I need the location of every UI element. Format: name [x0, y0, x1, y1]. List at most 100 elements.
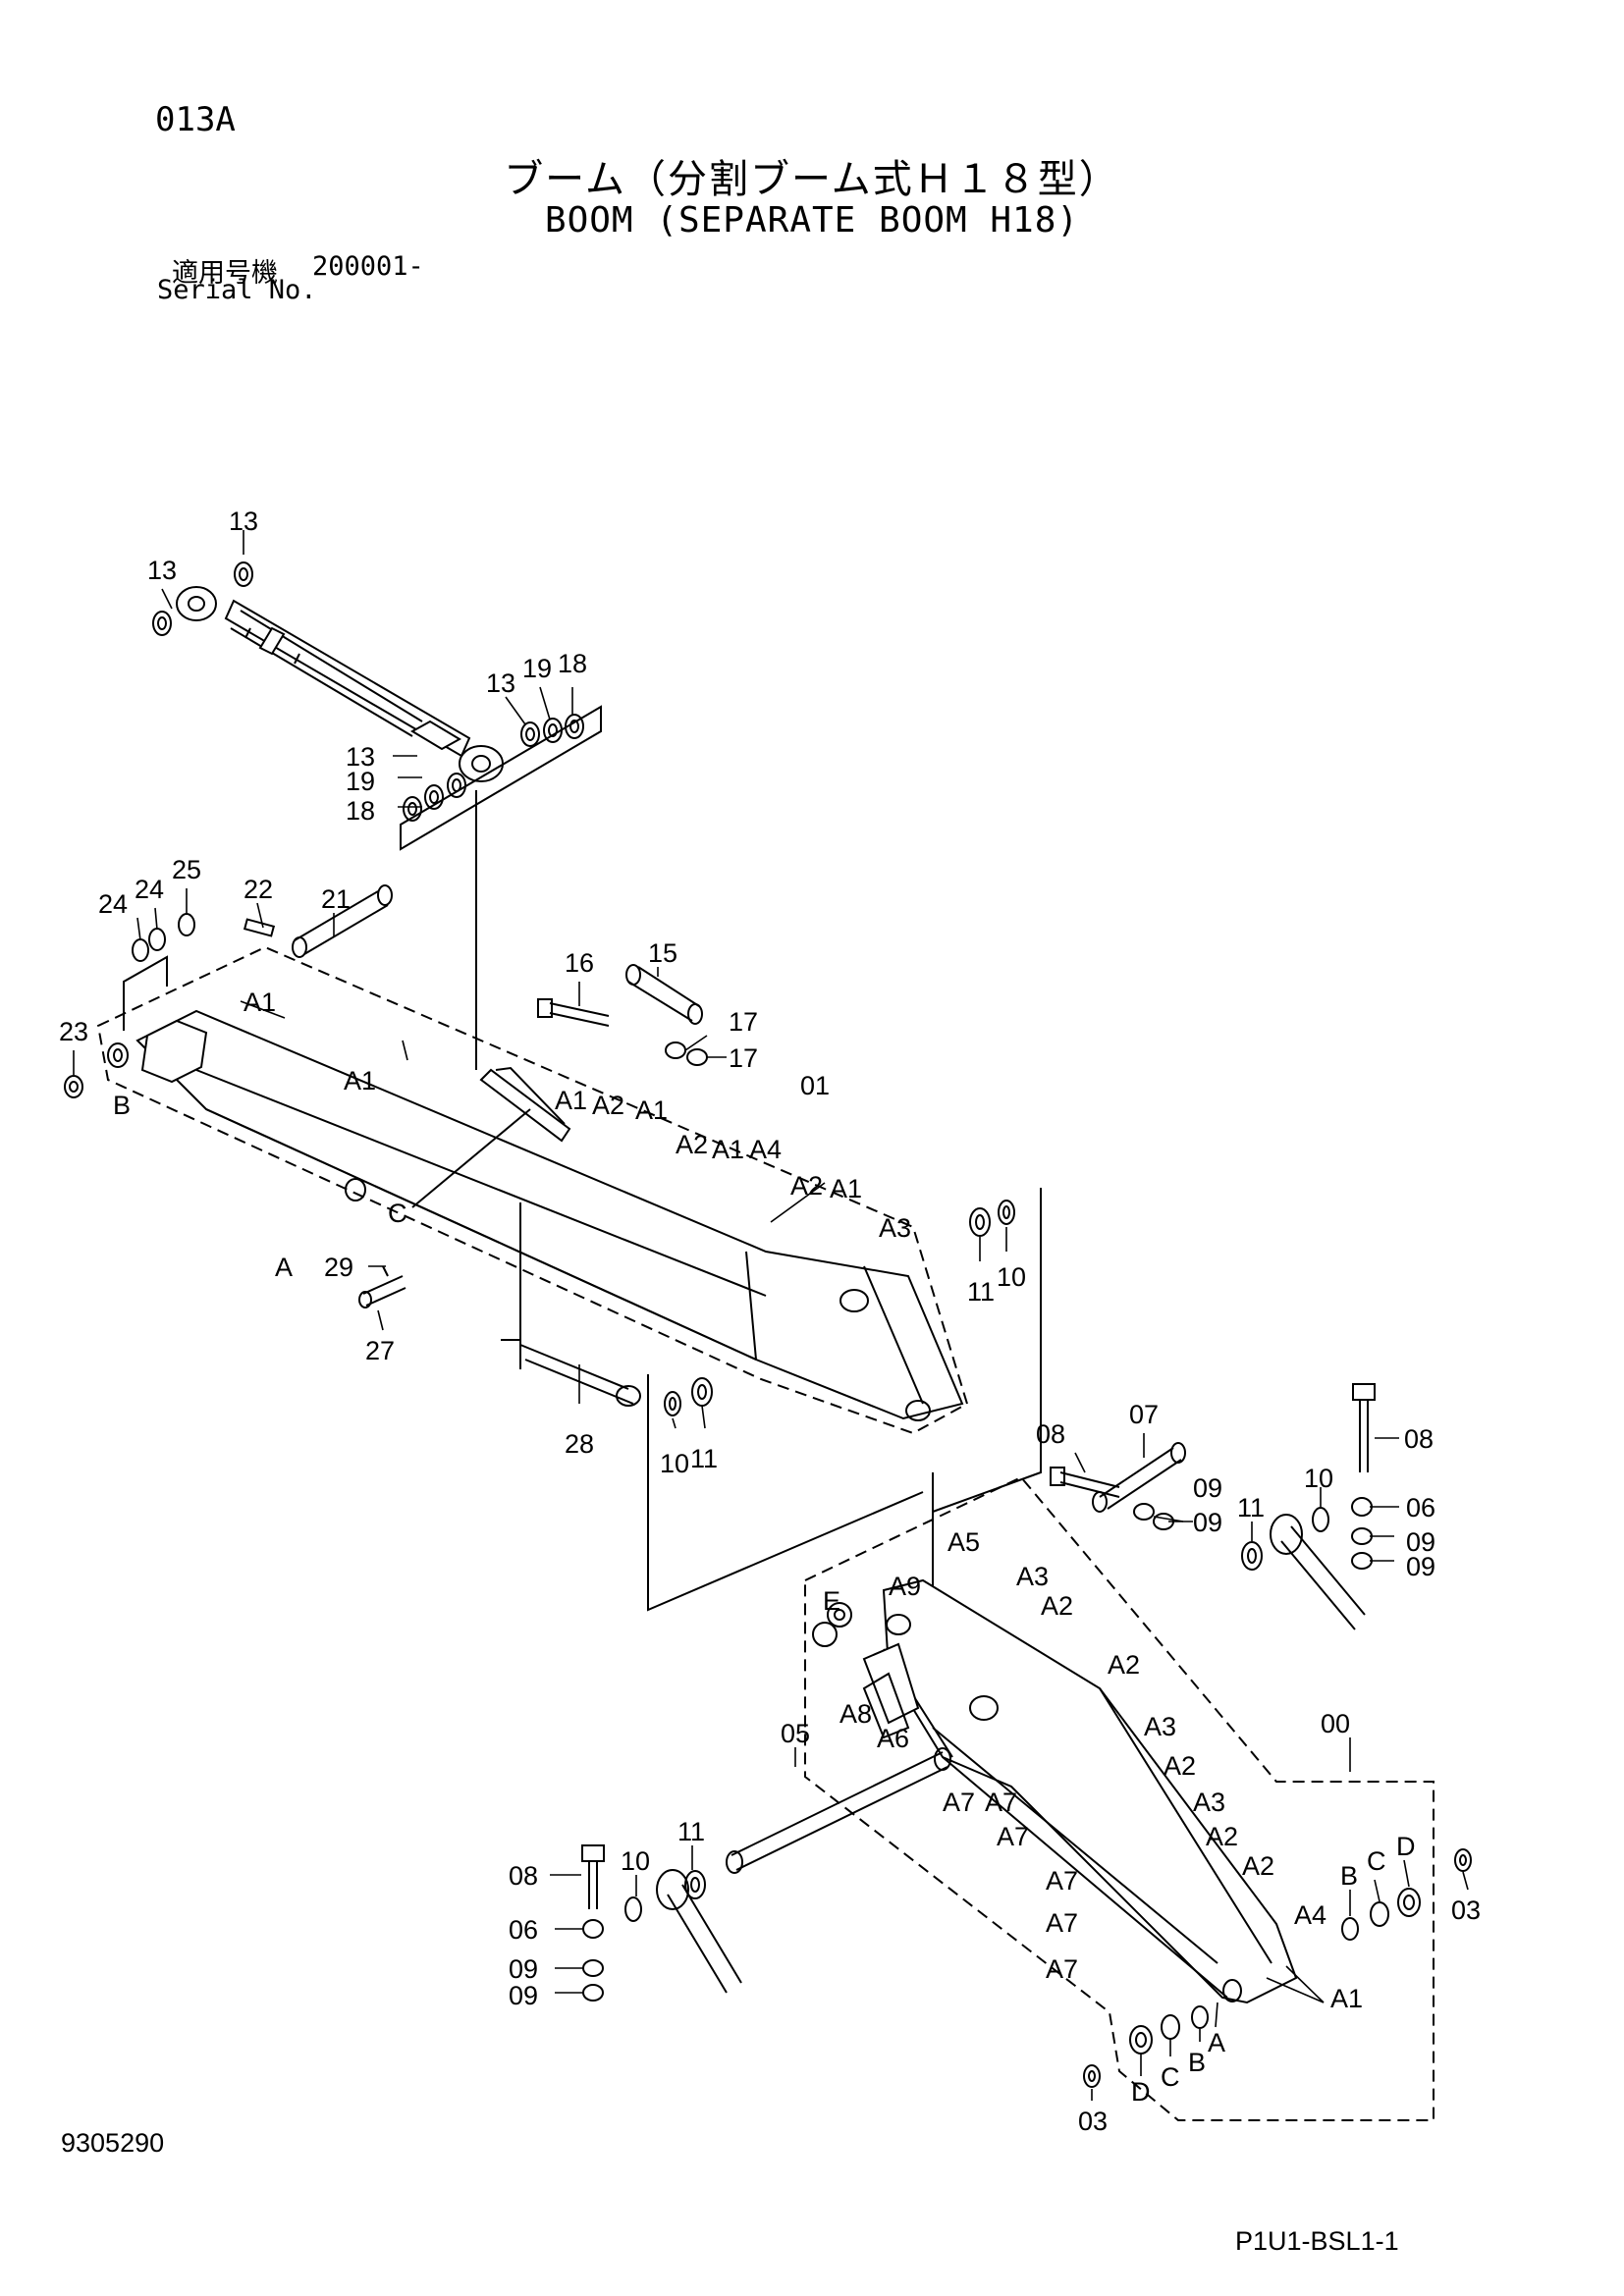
- ref-label: A: [1208, 2028, 1225, 2057]
- ref-label: A5: [947, 1527, 980, 1557]
- ref-label: A2: [1206, 1822, 1238, 1851]
- callout-16: 16: [565, 948, 594, 978]
- ref-label: B: [113, 1091, 131, 1120]
- callout-06: 06: [509, 1915, 538, 1945]
- ref-label: A8: [839, 1699, 872, 1729]
- upper-boom-drawing: [135, 1009, 964, 1421]
- callout-06: 06: [1406, 1493, 1435, 1522]
- callout-09: 09: [509, 1981, 538, 2010]
- callout-10: 10: [997, 1262, 1026, 1292]
- boom-cylinder-drawing: [176, 586, 504, 782]
- ref-label: A2: [1242, 1851, 1274, 1881]
- callout-11: 11: [690, 1444, 718, 1473]
- ref-label: C: [1367, 1846, 1386, 1876]
- callout-22: 22: [244, 875, 273, 904]
- ref-label: E: [823, 1586, 840, 1616]
- ref-label: A1: [1330, 1984, 1363, 2013]
- ref-label: A1: [344, 1066, 376, 1095]
- callout-09: 09: [1193, 1508, 1222, 1537]
- serial-label-english: Serial No.: [157, 275, 317, 305]
- ref-label: A: [275, 1253, 293, 1282]
- ref-label: A1: [830, 1174, 862, 1203]
- ref-label: B: [1340, 1861, 1358, 1891]
- ref-label: A7: [985, 1788, 1017, 1817]
- ref-label: C: [388, 1199, 407, 1228]
- callout-15: 15: [648, 938, 677, 968]
- page-code: 013A: [155, 100, 236, 139]
- ref-label: A7: [1046, 1908, 1078, 1938]
- ref-label: A2: [676, 1130, 708, 1159]
- ref-label: B: [1188, 2048, 1206, 2077]
- ref-label: A3: [1016, 1562, 1049, 1591]
- ref-label: A7: [997, 1822, 1029, 1851]
- callout-10: 10: [1304, 1464, 1333, 1493]
- callout-13: 13: [229, 507, 258, 536]
- ref-label: A2: [1164, 1751, 1196, 1781]
- callout-01: 01: [800, 1071, 830, 1100]
- callout-09: 09: [1193, 1473, 1222, 1503]
- callout-23: 23: [59, 1017, 88, 1046]
- callout-21: 21: [321, 884, 351, 914]
- ref-label: A2: [1041, 1591, 1073, 1621]
- ref-label: A7: [1046, 1866, 1078, 1896]
- callout-13: 13: [486, 668, 515, 698]
- ref-label: A6: [877, 1724, 909, 1753]
- callout-19: 19: [346, 767, 375, 796]
- callout-29: 29: [324, 1253, 353, 1282]
- callout-19: 19: [522, 654, 552, 683]
- ref-label: A7: [1046, 1954, 1078, 1984]
- ref-label: A7: [943, 1788, 975, 1817]
- ref-label: A4: [749, 1135, 782, 1164]
- callout-13: 13: [346, 742, 375, 772]
- ref-label: C: [1161, 2062, 1180, 2092]
- callout-24: 24: [135, 875, 164, 904]
- callout-25: 25: [172, 855, 201, 884]
- callout-13: 13: [147, 556, 177, 585]
- callout-18: 18: [558, 649, 587, 678]
- callout-10: 10: [621, 1846, 650, 1876]
- callout-05: 05: [781, 1719, 810, 1748]
- lower-boom-drawing: [862, 1578, 1298, 2004]
- ref-label: A3: [1193, 1788, 1225, 1817]
- callout-08: 08: [509, 1861, 538, 1891]
- sheet-reference: P1U1-BSL1-1: [1235, 2226, 1399, 2256]
- callout-27: 27: [365, 1336, 395, 1365]
- callout-09: 09: [1406, 1527, 1435, 1557]
- document-number: 9305290: [61, 2128, 165, 2158]
- callout-18: 18: [346, 796, 375, 826]
- callout-09: 09: [509, 1954, 538, 1984]
- callout-11: 11: [967, 1277, 995, 1307]
- page-title-english: BOOM (SEPARATE BOOM H18): [544, 200, 1080, 240]
- ref-label: A9: [889, 1572, 921, 1601]
- callout-11: 11: [1237, 1493, 1265, 1522]
- callout-24: 24: [98, 889, 128, 919]
- ref-label: A2: [790, 1171, 823, 1201]
- ref-label: A1: [712, 1135, 744, 1164]
- serial-label-japanese: 適用号機: [172, 258, 278, 289]
- callout-08: 08: [1036, 1419, 1065, 1449]
- callout-03: 03: [1078, 2107, 1108, 2136]
- ref-label: A3: [1144, 1712, 1176, 1741]
- ref-label: A1: [244, 988, 276, 1017]
- page-title-japanese: ブーム（分割ブーム式Ｈ１８型）: [504, 157, 1120, 202]
- serial-number-value: 200001-: [312, 251, 424, 282]
- callout-10: 10: [660, 1449, 689, 1478]
- ref-label: A1: [555, 1086, 587, 1115]
- ref-label: A1: [635, 1095, 668, 1125]
- callout-03: 03: [1451, 1896, 1481, 1925]
- ref-label: A3: [879, 1213, 911, 1243]
- ref-label: A2: [1108, 1650, 1140, 1680]
- callout-09: 09: [1406, 1552, 1435, 1581]
- callout-17: 17: [729, 1043, 758, 1073]
- ref-label: A2: [592, 1091, 624, 1120]
- ref-label: D: [1396, 1832, 1416, 1861]
- callout-08: 08: [1404, 1424, 1434, 1454]
- callout-11: 11: [677, 1817, 705, 1846]
- callout-00: 00: [1321, 1709, 1350, 1738]
- callout-17: 17: [729, 1007, 758, 1037]
- callout-28: 28: [565, 1429, 594, 1459]
- callout-07: 07: [1129, 1400, 1159, 1429]
- ref-label: D: [1131, 2077, 1151, 2107]
- ref-label: A4: [1294, 1900, 1326, 1930]
